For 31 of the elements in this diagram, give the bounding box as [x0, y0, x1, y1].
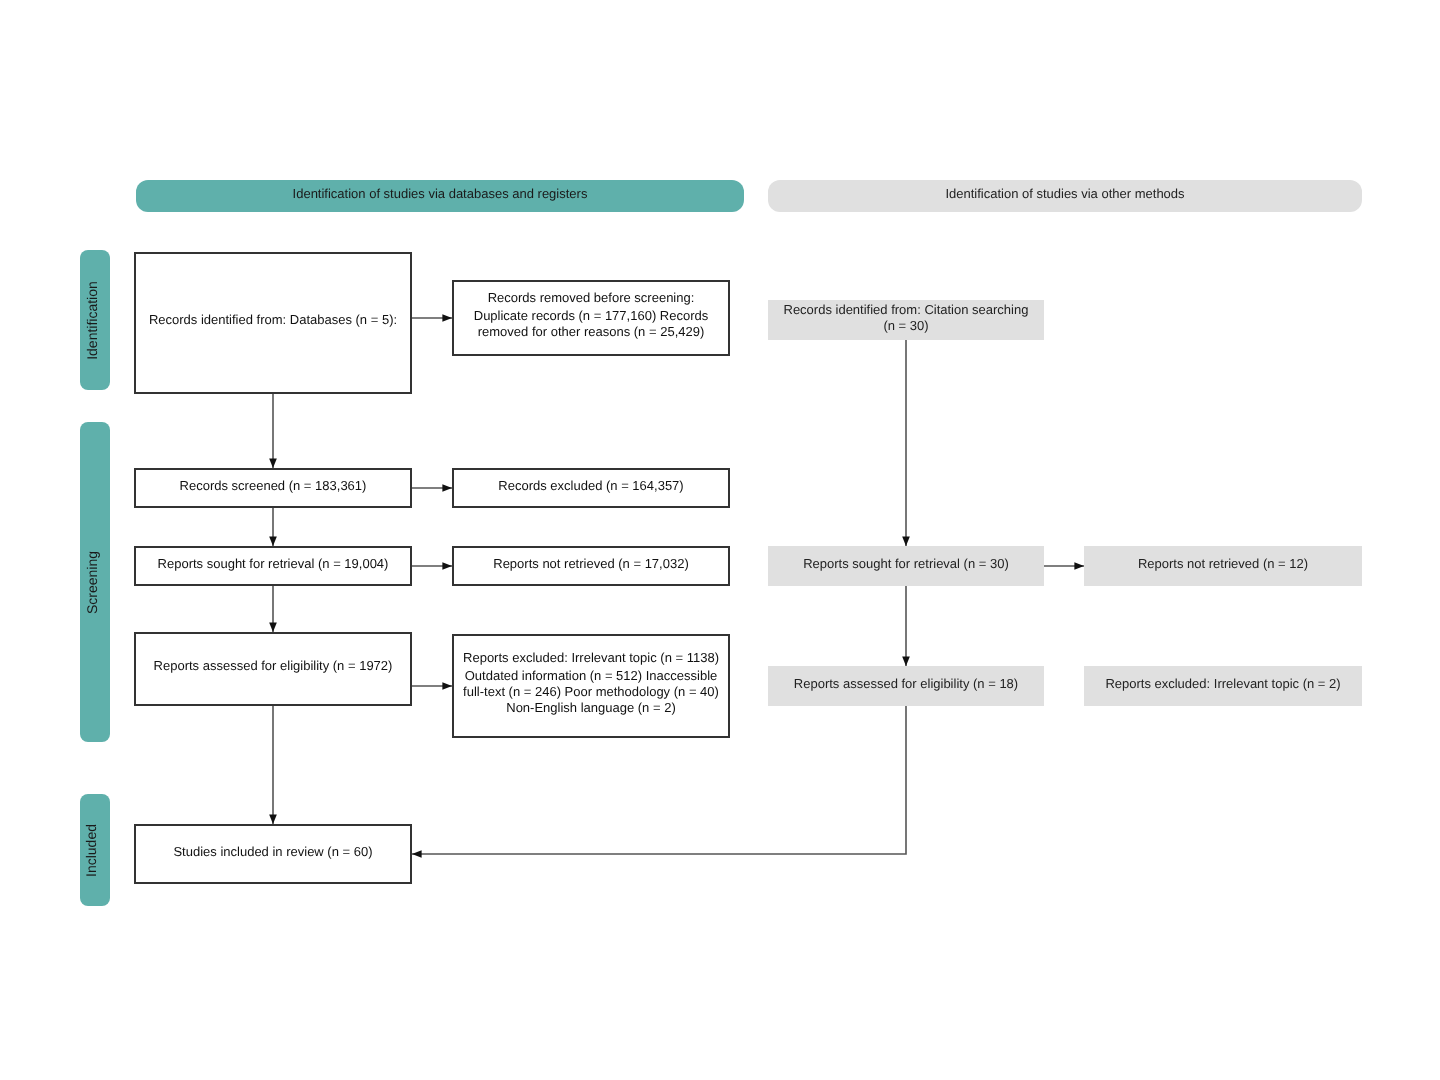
arrow — [269, 585, 277, 633]
arrow — [411, 705, 907, 858]
process-box — [134, 546, 412, 586]
arrow — [269, 507, 277, 547]
arrow — [411, 314, 453, 322]
process-box — [452, 468, 730, 508]
process-box — [134, 632, 412, 706]
stage-bar — [80, 794, 110, 906]
arrow — [269, 393, 277, 469]
process-box — [452, 634, 730, 738]
process-box — [452, 280, 730, 356]
arrow — [1043, 562, 1085, 570]
process-box — [134, 824, 412, 884]
process-box — [134, 252, 412, 394]
process-box — [452, 546, 730, 586]
arrow — [269, 705, 277, 825]
process-box — [1084, 546, 1362, 586]
arrow — [902, 339, 910, 547]
arrow — [902, 585, 910, 667]
process-box — [1084, 666, 1362, 706]
process-box — [768, 666, 1044, 706]
arrow — [411, 562, 453, 570]
stage-bar — [80, 250, 110, 390]
section-header — [136, 180, 744, 212]
process-box — [768, 546, 1044, 586]
process-box — [768, 300, 1044, 340]
arrow — [411, 484, 453, 492]
section-header — [768, 180, 1362, 212]
arrow — [411, 682, 453, 690]
stage-bar — [80, 422, 110, 742]
process-box — [134, 468, 412, 508]
